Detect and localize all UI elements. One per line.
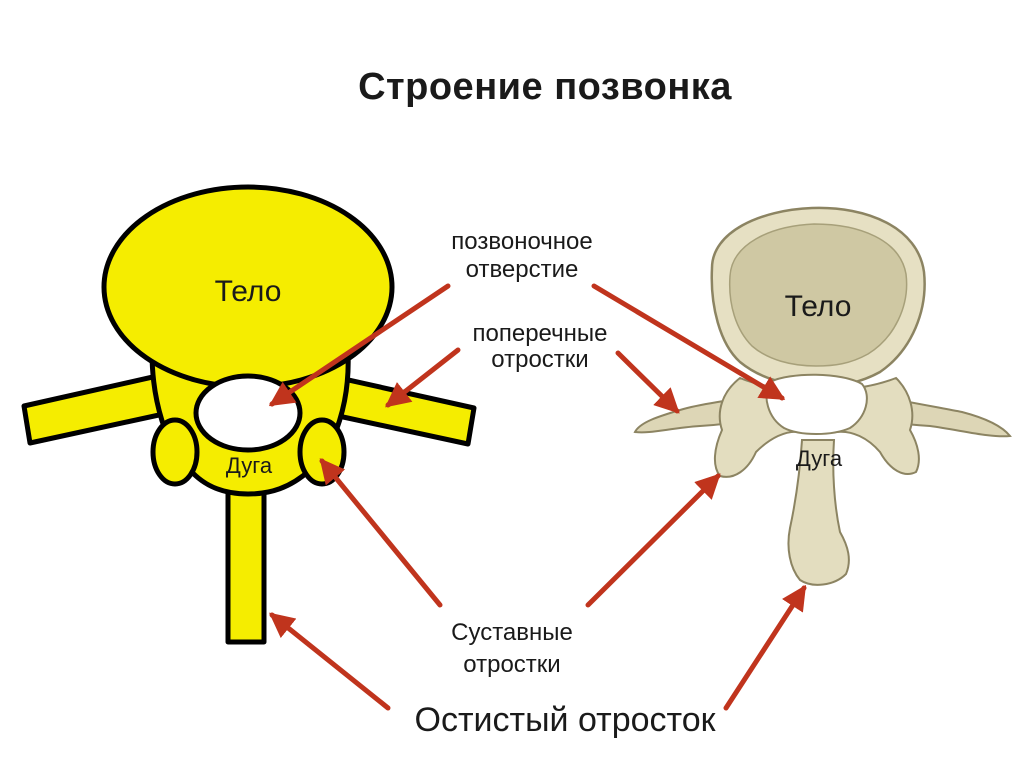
articular-processes-label-line1: Суставные (451, 619, 573, 646)
arrow-articular-right (585, 473, 721, 608)
schematic-spinous-process (225, 485, 267, 645)
spinous-process-label: Остистый отросток (414, 701, 716, 739)
real-body-inner (728, 223, 908, 367)
schematic-articular-left (150, 417, 200, 487)
schematic-articular-right (297, 417, 347, 487)
arrow-foramen-left (268, 283, 451, 407)
arrow-transverse-right (615, 350, 680, 414)
vertebral-foramen-label-line2: отверстие (465, 256, 579, 283)
slide-title: Строение позвонка (358, 66, 732, 108)
real-arch-label: Дуга (795, 446, 843, 471)
arrow-spinous-right (723, 584, 807, 711)
articular-processes-label-line2: отростки (463, 651, 561, 678)
schematic-body-label: Тело (214, 275, 282, 308)
real-foramen (765, 373, 868, 435)
schematic-foramen (193, 373, 303, 453)
arrow-articular-left (319, 458, 443, 608)
arrow-transverse-left (385, 347, 461, 408)
arrow-spinous-left (269, 612, 391, 711)
transverse-processes-label-line1: поперечные (472, 320, 608, 347)
schematic-vertebra (21, 184, 477, 645)
transverse-processes-label-line2: отростки (491, 346, 589, 373)
arrow-foramen-right (591, 283, 786, 401)
arrows (268, 283, 807, 711)
real-vertebra (633, 206, 1012, 586)
vertebral-foramen-label-line1: позвоночное (451, 228, 593, 255)
real-spinous-process (787, 439, 850, 586)
real-body-label: Тело (784, 290, 852, 323)
schematic-arch-label: Дуга (225, 453, 273, 478)
